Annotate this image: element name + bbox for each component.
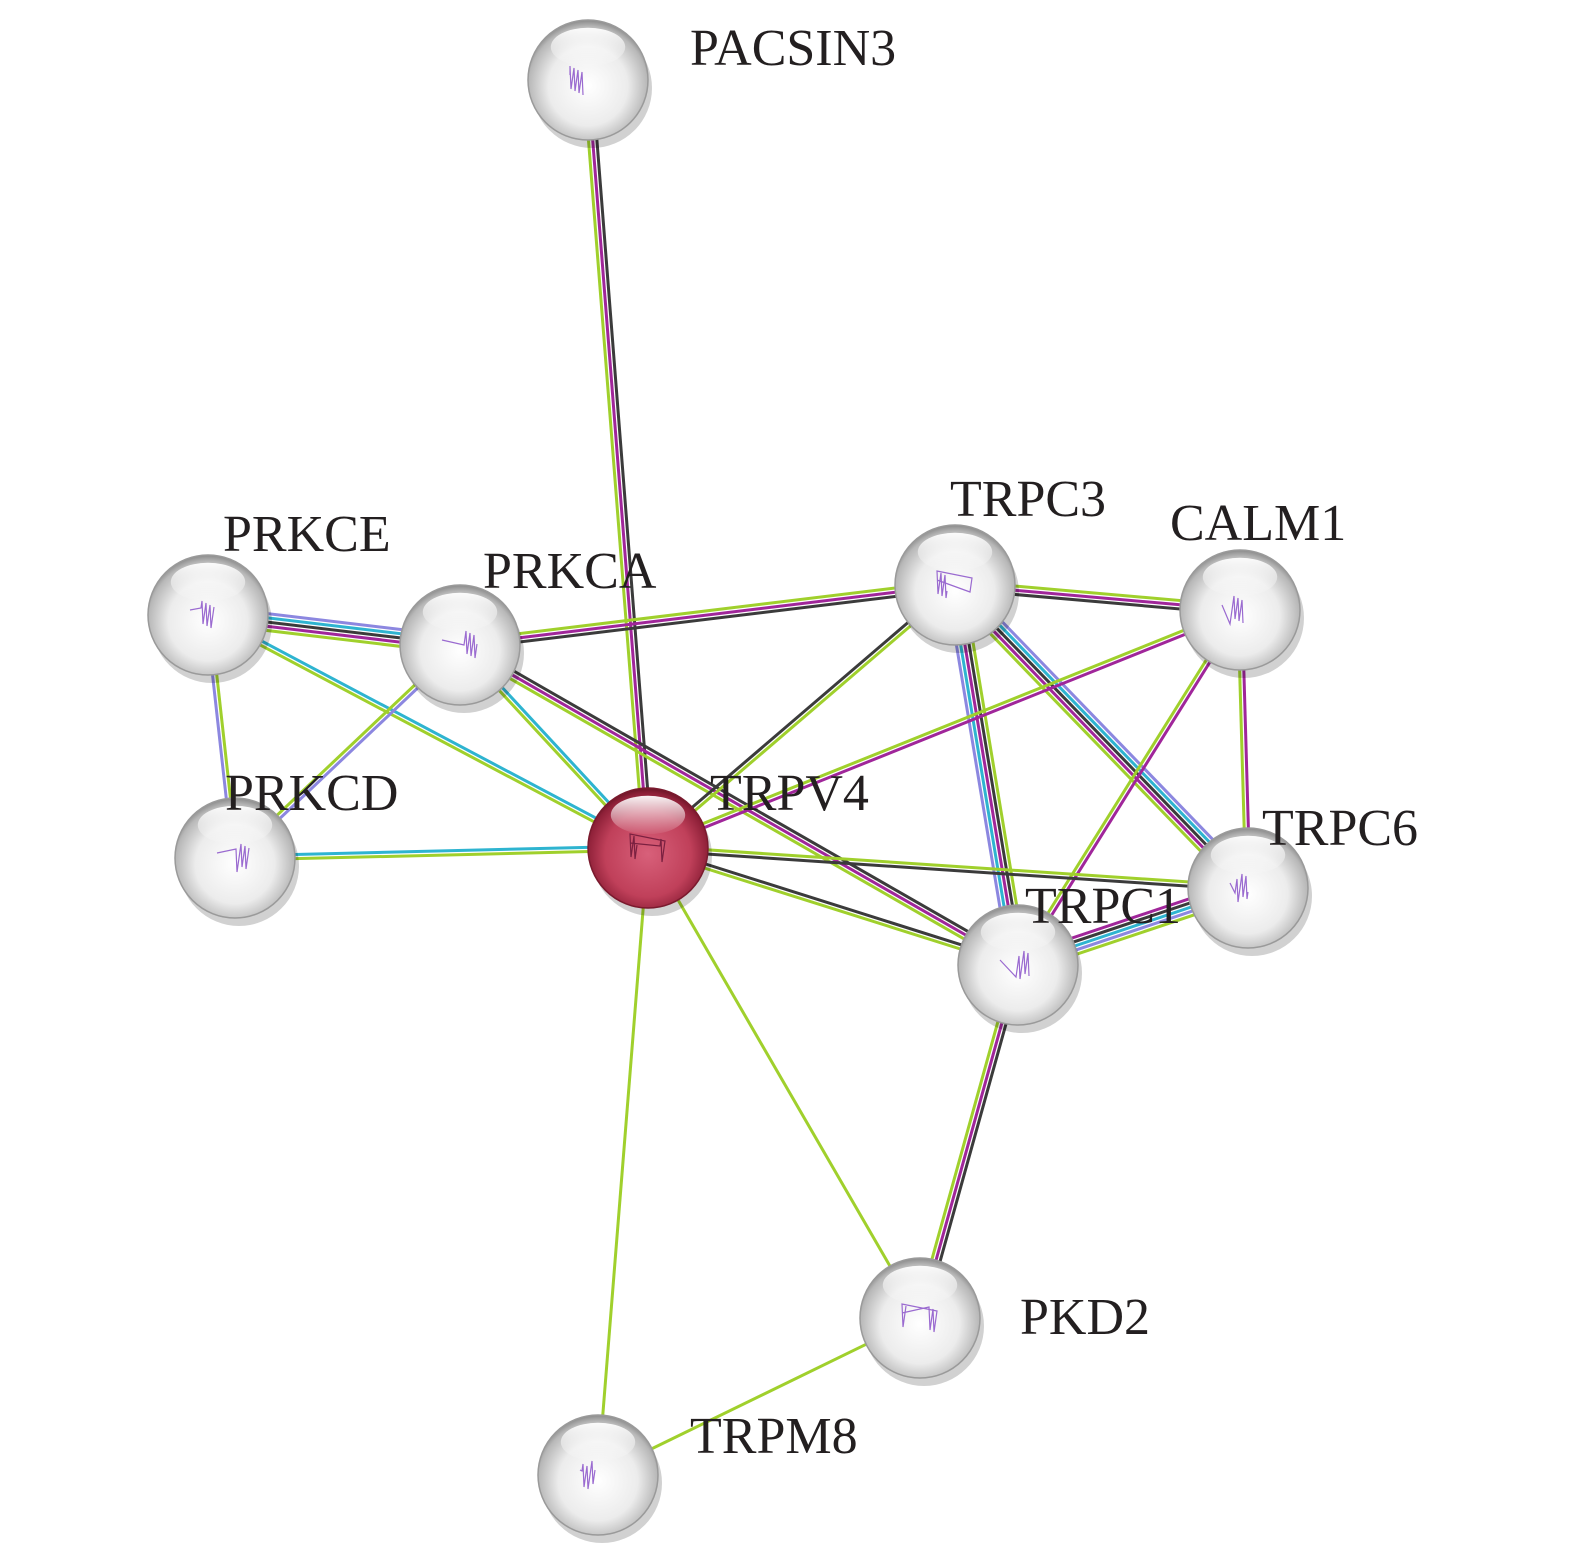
edge-pacsin3-trpv4[interactable] (582, 79, 654, 849)
protein-structure-icon (901, 1303, 938, 1333)
protein-structure-icon (569, 65, 584, 96)
node-pkd2[interactable] (859, 1257, 984, 1386)
evidence-line-experiments (586, 79, 650, 849)
node-label-trpv4: TRPV4 (710, 765, 869, 822)
edge-calm1-trpc1[interactable] (1014, 608, 1244, 967)
evidence-line-database (956, 581, 1253, 887)
node-highlight (917, 532, 993, 572)
protein-structure-icon (189, 600, 215, 629)
evidence-line-coexpression (922, 965, 1024, 1320)
evidence-line-experiments (950, 586, 1247, 892)
evidence-line-textmining (646, 606, 1240, 848)
node-label-trpm8: TRPM8 (690, 1408, 858, 1465)
node-trpm8[interactable] (537, 1414, 662, 1543)
evidence-line-coexpression (953, 583, 1250, 890)
edge-trpc3-trpv4[interactable] (645, 582, 958, 851)
evidence-line-textmining (235, 848, 649, 862)
edge-trpv4-trpc1[interactable] (646, 844, 1020, 969)
evidence-line-experiments (918, 964, 1020, 1319)
evidence-line-coexpression (648, 844, 1020, 965)
node-prkca[interactable] (399, 584, 524, 713)
node-highlight (882, 1265, 958, 1305)
edge-calm1-trpv4[interactable] (646, 606, 1242, 852)
nodes-layer (147, 19, 1312, 1543)
node-highlight (560, 1422, 636, 1462)
evidence-line-experiments (1018, 610, 1244, 967)
protein-structure-icon (216, 843, 250, 873)
evidence-line-textmining (961, 583, 1028, 964)
node-highlight (170, 562, 246, 602)
node-highlight (550, 27, 626, 67)
node-trpc3[interactable] (894, 524, 1019, 653)
edge-prkca-trpc3[interactable] (459, 579, 956, 651)
node-pacsin3[interactable] (527, 19, 652, 148)
edge-trpc1-pkd2[interactable] (914, 963, 1024, 1320)
evidence-line-textmining (1014, 608, 1240, 965)
evidence-line-cooccurrence (959, 578, 1256, 884)
evidence-line-experiments (459, 583, 956, 647)
node-calm1[interactable] (1179, 549, 1304, 678)
edge-trpc3-trpc6[interactable] (947, 578, 1256, 895)
node-label-prkcd: PRKCD (225, 765, 398, 822)
evidence-line-experiments (953, 584, 1020, 966)
evidence-line-textmining (914, 963, 1016, 1318)
node-highlight (980, 912, 1056, 952)
node-label-trpc1: TRPC1 (1025, 878, 1181, 935)
node-label-pkd2: PKD2 (1020, 1289, 1150, 1346)
evidence-line-experiments (648, 610, 1242, 852)
edge-prkce-trpv4[interactable] (206, 611, 650, 852)
protein-structure-icon (579, 1460, 596, 1490)
evidence-line-database (949, 585, 1016, 966)
evidence-line-textmining (596, 847, 650, 1476)
node-label-pacsin3: PACSIN3 (690, 20, 896, 77)
evidence-line-coexpression (590, 79, 654, 848)
evidence-line-database (234, 844, 648, 858)
node-trpc1[interactable] (957, 904, 1082, 1033)
evidence-line-cooccurrence (945, 586, 1012, 967)
evidence-line-coexpression (645, 582, 955, 848)
evidence-line-textmining (947, 589, 1244, 895)
node-label-prkce: PRKCE (223, 506, 391, 563)
evidence-line-coexpression (957, 584, 1024, 965)
evidence-line-coexpression (461, 640, 1021, 963)
node-highlight (610, 795, 686, 835)
node-label-calm1: CALM1 (1170, 495, 1346, 552)
evidence-line-database (208, 611, 650, 848)
edge-prkcd-trpv4[interactable] (234, 844, 649, 862)
evidence-line-textmining (648, 585, 958, 851)
node-highlight (197, 805, 273, 845)
protein-structure-icon (441, 630, 478, 659)
node-prkcd[interactable] (174, 797, 299, 926)
node-trpc6[interactable] (1187, 827, 1312, 956)
evidence-line-textmining (206, 615, 648, 852)
evidence-line-textmining (646, 848, 1018, 969)
node-label-trpc3: TRPC3 (950, 471, 1106, 528)
edge-trpc3-trpc1[interactable] (945, 583, 1028, 967)
edge-trpv4-pkd2[interactable] (646, 847, 922, 1319)
evidence-line-textmining (646, 847, 922, 1319)
protein-structure-icon (1229, 873, 1249, 903)
evidence-line-coexpression (460, 587, 956, 651)
node-prkce[interactable] (147, 554, 272, 683)
node-label-prkca: PRKCA (483, 543, 657, 600)
node-label-trpc6: TRPC6 (1262, 800, 1418, 857)
evidence-line-experiments (459, 643, 1019, 967)
edge-trpv4-trpc6[interactable] (647, 844, 1249, 892)
node-highlight (1210, 835, 1286, 875)
node-highlight (422, 592, 498, 632)
protein-structure-icon (999, 950, 1030, 980)
evidence-line-coexpression (647, 848, 1248, 892)
node-trpv4[interactable] (587, 787, 712, 916)
evidence-line-textmining (459, 579, 955, 643)
node-highlight (1202, 557, 1278, 597)
protein-structure-icon (1221, 595, 1244, 627)
evidence-line-textmining (582, 80, 646, 849)
protein-structure-icon (629, 833, 666, 863)
edge-trpv4-trpm8[interactable] (596, 847, 650, 1476)
protein-structure-icon (936, 570, 973, 599)
evidence-line-textmining (648, 844, 1249, 888)
